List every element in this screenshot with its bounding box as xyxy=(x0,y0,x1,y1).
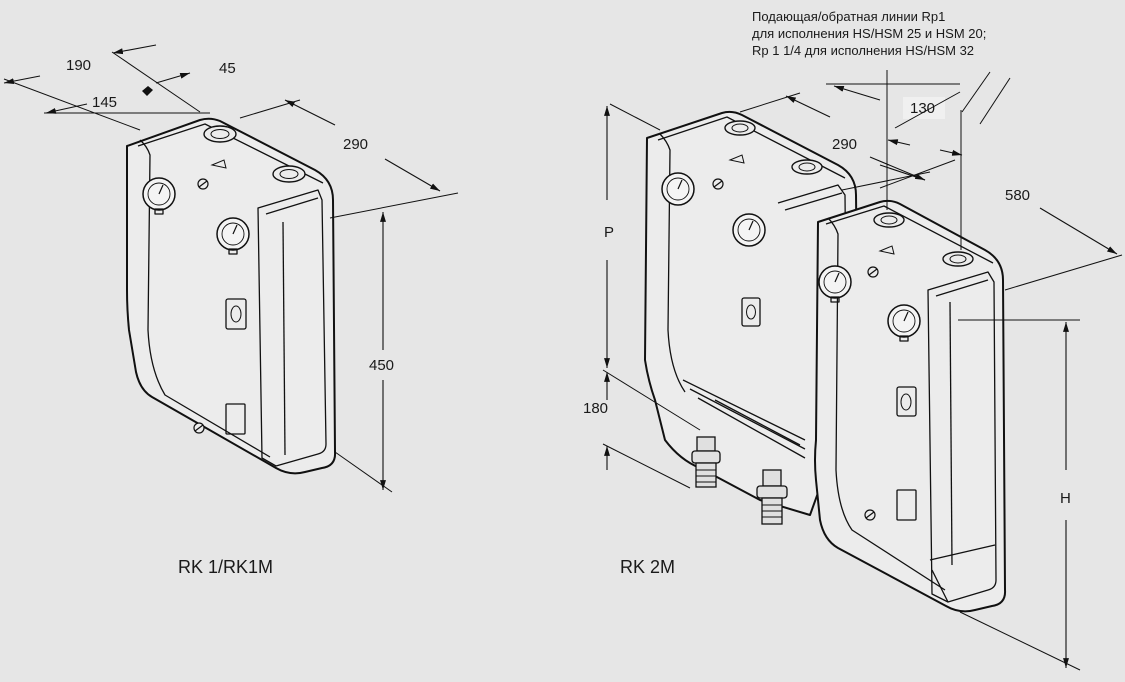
rk2m-pipe-2-icon xyxy=(756,469,788,525)
rk2m-back-switch-icon xyxy=(741,297,761,327)
left-unit-rk1: 190 145 45 290 450 RK 1/RK1M xyxy=(3,44,459,577)
rk2m-dimensions: P 180 290 580 130 xyxy=(583,70,1123,671)
dim-290-right: 290 xyxy=(832,136,857,153)
note-line-2: для исполнения HS/HSM 25 и HSM 20; xyxy=(752,26,986,41)
dim-450: 450 xyxy=(369,357,394,374)
caption-rk1: RK 1/RK1M xyxy=(178,557,273,577)
left-top-port-1 xyxy=(203,125,237,143)
caption-rk2m: RK 2M xyxy=(620,557,675,577)
rk2m-back-port-1 xyxy=(724,120,756,136)
left-unit-housing xyxy=(126,117,337,475)
dim-190: 190 xyxy=(66,57,91,74)
left-window-icon xyxy=(225,403,246,435)
right-unit-rk2m: P 180 290 580 130 xyxy=(583,9,1123,671)
rk2m-back-housing xyxy=(644,110,859,516)
left-unit-front-cover xyxy=(257,189,327,467)
dim-145: 145 xyxy=(92,94,117,111)
note-line-3: Rp 1 1/4 для исполнения HS/HSM 32 xyxy=(752,43,974,58)
rk2m-front-gauge-1-icon xyxy=(818,265,852,303)
rk2m-front-switch-icon xyxy=(896,386,917,417)
rk2m-front-cover xyxy=(927,271,997,603)
dim-180: 180 xyxy=(583,400,608,417)
left-top-port-2 xyxy=(272,165,306,183)
left-dimensions: 190 145 45 290 450 xyxy=(3,44,459,493)
rk2m-front-gauge-2-icon xyxy=(887,304,921,342)
rk2m-back-port-2 xyxy=(791,159,823,175)
dim-p: P xyxy=(604,224,614,241)
rk2m-back-gauge-2-icon xyxy=(732,213,766,247)
dim-130: 130 xyxy=(910,100,935,117)
note-line-1: Подающая/обратная линии Rp1 xyxy=(752,9,945,24)
rk2m-front-port-1 xyxy=(873,212,905,228)
dim-h: H xyxy=(1060,490,1071,507)
rk2m-front-port-2 xyxy=(942,251,974,267)
left-gauge-2-icon xyxy=(216,217,250,255)
rk2m-back-gauge-1-icon xyxy=(661,172,695,206)
pipe-connection-note: Подающая/обратная линии Rp1 для исполнен… xyxy=(752,9,986,58)
rk2m-front-window-icon xyxy=(896,489,917,521)
left-gauge-1-icon xyxy=(142,177,176,215)
rk2m-pipe-1-icon xyxy=(691,436,721,488)
dim-45: 45 xyxy=(219,60,236,77)
dim-580: 580 xyxy=(1005,187,1030,204)
dim-290-left: 290 xyxy=(343,136,368,153)
left-switch-icon xyxy=(225,298,247,330)
